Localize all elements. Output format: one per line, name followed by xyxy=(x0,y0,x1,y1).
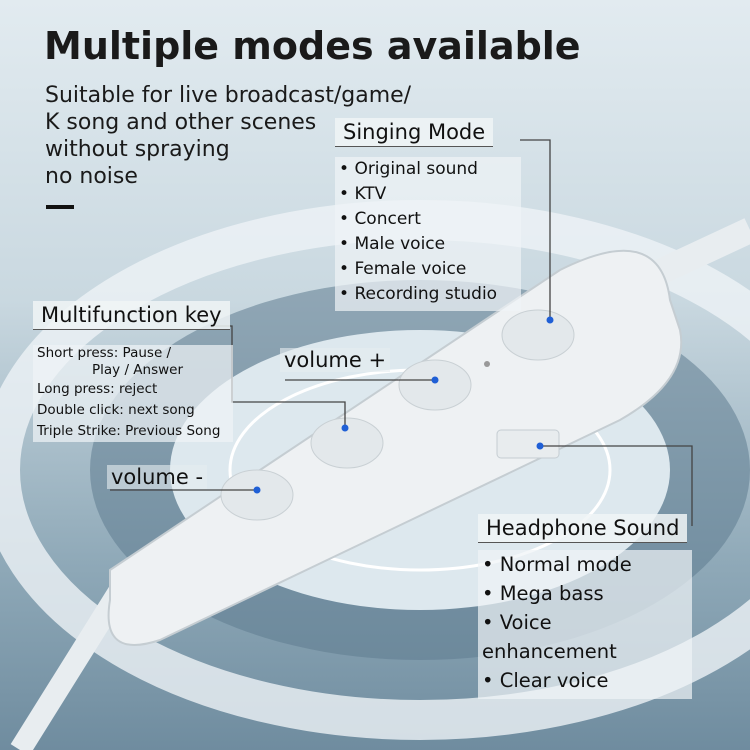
list-item: • Mega bass xyxy=(482,582,604,605)
list-item: • Concert xyxy=(339,209,421,229)
singing-mode-title: Singing Mode xyxy=(335,118,494,147)
list-item: • Voice enhancement xyxy=(482,611,617,663)
headphone-sound-list: • Normal mode • Mega bass • Voice enhanc… xyxy=(478,550,692,699)
decorative-dash xyxy=(46,205,74,209)
list-item: Play / Answer xyxy=(92,362,184,378)
subtitle: Suitable for live broadcast/game/ K song… xyxy=(45,82,411,190)
list-item: • Female voice xyxy=(339,259,467,279)
list-item: Double click: next song xyxy=(37,402,195,418)
list-item: • Recording studio xyxy=(339,284,498,304)
list-item: Triple Strike: Previous Song xyxy=(37,423,221,439)
subtitle-line: Suitable for live broadcast/game/ xyxy=(45,83,412,108)
list-item: Long press: reject xyxy=(37,381,158,397)
list-item: • Original sound xyxy=(339,159,478,179)
subtitle-line: no noise xyxy=(45,164,138,189)
list-item: • Clear voice xyxy=(482,669,609,692)
headphone-sound-title: Headphone Sound xyxy=(478,514,688,543)
list-item: Short press: Pause / xyxy=(37,345,172,361)
subtitle-line: K song and other scenes xyxy=(45,110,317,135)
list-item: • Normal mode xyxy=(482,553,632,576)
list-item: • KTV xyxy=(339,184,387,204)
volume-minus-label: volume - xyxy=(107,465,208,489)
volume-plus-label: volume + xyxy=(280,348,391,372)
multifunction-key-list: Short press: Pause / Play / Answer Long … xyxy=(33,345,233,442)
page-title: Multiple modes available xyxy=(44,24,581,68)
remote-control xyxy=(107,249,683,646)
subtitle-line: without spraying xyxy=(45,137,230,162)
multifunction-key-title: Multifunction key xyxy=(33,301,230,330)
list-item: • Male voice xyxy=(339,234,446,254)
singing-mode-list: • Original sound • KTV • Concert • Male … xyxy=(335,157,521,311)
